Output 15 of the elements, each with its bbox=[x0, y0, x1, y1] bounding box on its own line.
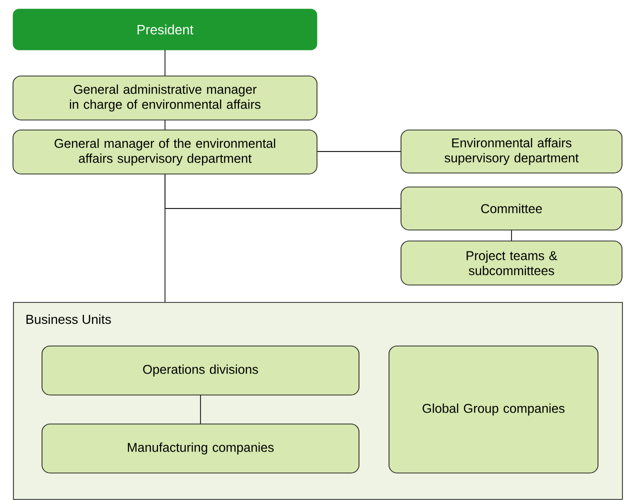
org-box: Operations divisions bbox=[42, 346, 360, 396]
connector-line bbox=[200, 394, 201, 424]
connector-line bbox=[164, 174, 166, 302]
org-box: Manufacturing companies bbox=[42, 424, 360, 474]
org-box: Committee bbox=[400, 186, 622, 230]
org-box: General manager of the environmental affairs supervisory department bbox=[12, 130, 318, 174]
connector-line bbox=[511, 230, 512, 242]
org-box: Global Group companies bbox=[388, 346, 598, 474]
title-box: President bbox=[12, 8, 318, 50]
connector-line bbox=[316, 151, 402, 152]
org-box: Project teams & subcommittees bbox=[400, 240, 622, 286]
connector-line bbox=[164, 50, 166, 76]
org-box: Environmental affairs supervisory department bbox=[400, 130, 622, 174]
org-box: General administrative manager in charge of environmental affairs bbox=[12, 76, 318, 120]
connector-line bbox=[164, 120, 166, 130]
